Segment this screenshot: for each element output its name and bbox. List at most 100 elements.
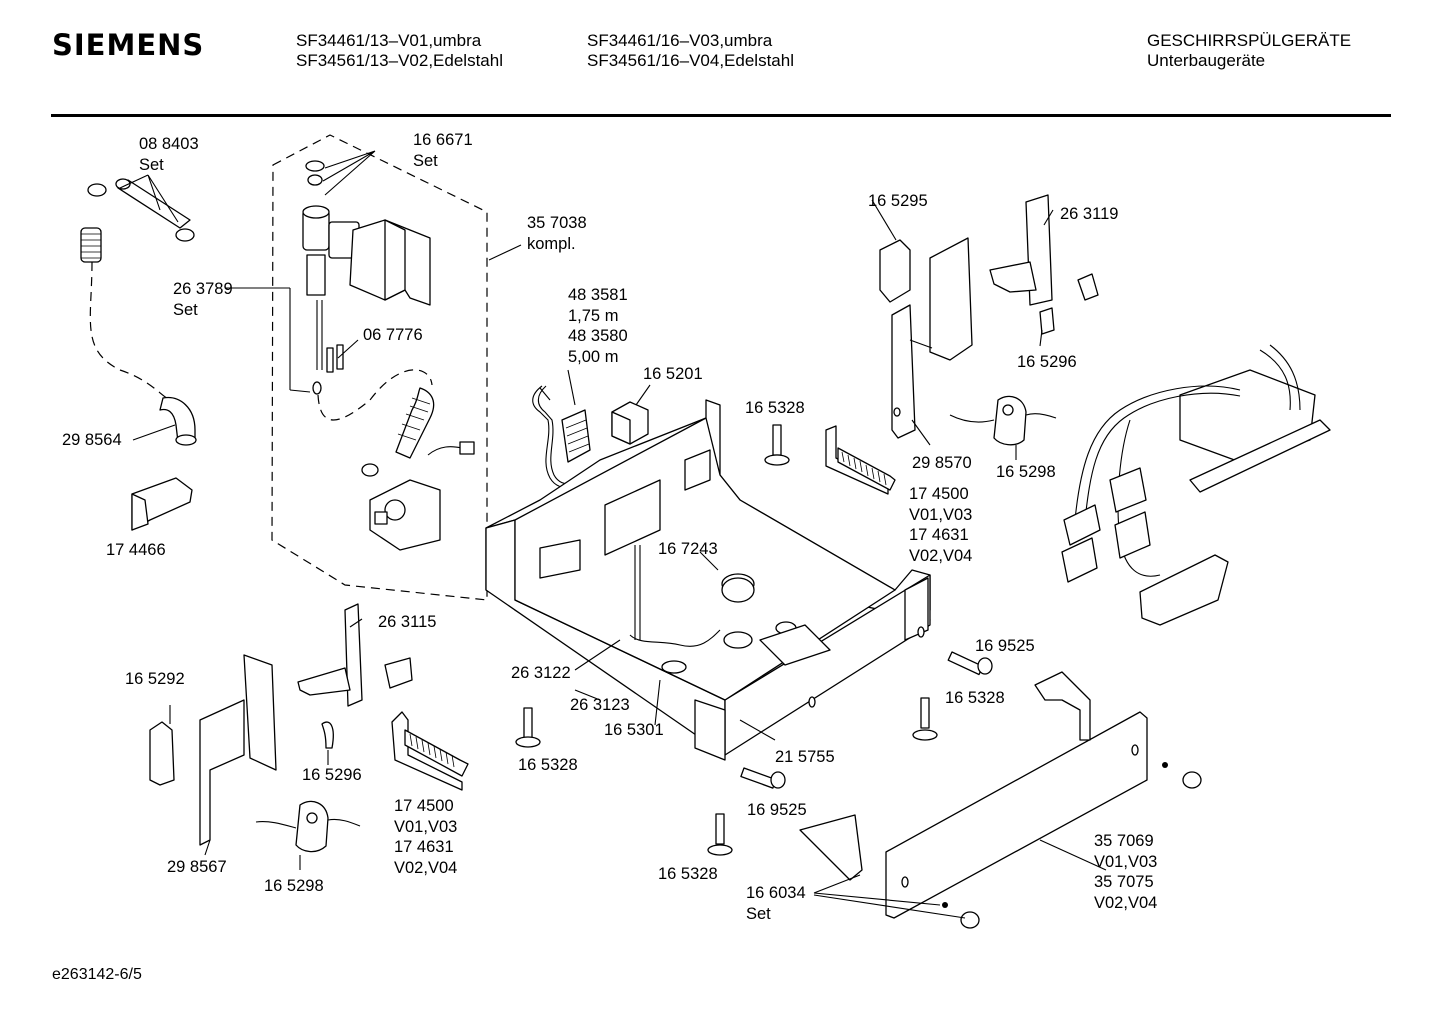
part-note: Set — [413, 151, 438, 170]
foot-screw-part-c — [912, 697, 938, 741]
cap-nut-part — [942, 762, 1202, 929]
label-165328-d: 16 5328 — [658, 864, 718, 885]
part-number: 16 5328 — [745, 399, 805, 417]
part-number: 26 3123 — [570, 696, 630, 714]
label-174466: 17 4466 — [106, 540, 166, 561]
part-number: 17 4500 — [909, 485, 969, 503]
label-088403: 08 8403 Set — [139, 134, 199, 175]
part-number: 16 5296 — [1017, 353, 1077, 371]
part-number: 16 5296 — [302, 766, 362, 784]
label-263115: 26 3115 — [378, 612, 436, 633]
siemens-logo: SIEMENS — [52, 28, 205, 62]
part-number: 16 5298 — [264, 877, 324, 895]
label-165295: 16 5295 — [868, 191, 928, 212]
model-line: SF34461/16–V03,umbra — [587, 31, 773, 50]
part-note: V01,V03 — [394, 817, 458, 836]
part-number: 48 3580 — [568, 327, 628, 345]
part-number: 16 5292 — [125, 670, 185, 688]
label-298567: 29 8567 — [167, 857, 227, 878]
header-divider — [51, 114, 1391, 117]
part-note: Set — [746, 904, 771, 923]
label-357069: 35 7069 V01,V03 35 7075 V02,V04 — [1094, 831, 1157, 913]
label-169525-b: 16 9525 — [747, 800, 807, 821]
part-number: 26 3789 — [173, 280, 233, 298]
label-165301: 16 5301 — [604, 720, 664, 741]
inlet-valve-part — [302, 160, 431, 395]
part-note: Set — [139, 155, 164, 174]
hose-set-part — [87, 174, 195, 242]
hinge-bracket-part-left — [149, 603, 413, 846]
drawing-id: e263142-6/5 — [52, 966, 142, 983]
foot-screw-part-b — [515, 707, 541, 748]
part-number: 16 5328 — [518, 756, 578, 774]
label-298570: 29 8570 — [912, 453, 972, 474]
part-number: 17 4631 — [394, 838, 454, 856]
door-switch-part-b — [255, 800, 361, 853]
part-number: 35 7069 — [1094, 832, 1154, 850]
hinge-bracket-part-right — [879, 237, 973, 446]
part-note: Set — [173, 300, 198, 319]
label-165298-b: 16 5298 — [264, 876, 324, 897]
model-line: SF34561/13–V02,Edelstahl — [296, 51, 503, 70]
model-line: SF34461/13–V01,umbra — [296, 31, 482, 50]
heater-element-part — [825, 425, 896, 495]
part-number: 16 5298 — [996, 463, 1056, 481]
part-number: 16 5328 — [658, 865, 718, 883]
lever-part-263119 — [989, 194, 1099, 335]
part-note: V01,V03 — [1094, 852, 1158, 871]
part-number: 17 4500 — [394, 797, 454, 815]
foot-screw-part-d — [707, 813, 733, 856]
bolt-part-b — [740, 767, 786, 789]
part-number: 16 6671 — [413, 131, 473, 149]
label-169525-a: 16 9525 — [975, 636, 1035, 657]
model-line: SF34561/16–V04,Edelstahl — [587, 51, 794, 70]
foot-screw-part-a — [764, 424, 790, 466]
part-number: 48 3581 — [568, 286, 628, 304]
part-number: 08 8403 — [139, 135, 199, 153]
category-line: GESCHIRRSPÜLGERÄTE — [1147, 31, 1352, 50]
connector-block-part — [611, 384, 651, 445]
label-165298-a: 16 5298 — [996, 462, 1056, 483]
base-tub-part — [485, 399, 931, 761]
pressure-switch-part — [361, 387, 475, 551]
label-067776: 06 7776 — [363, 325, 423, 346]
part-number: 16 7243 — [658, 540, 718, 558]
spring-connector-part — [80, 227, 102, 263]
label-174500-b: 17 4500 V01,V03 17 4631 V02,V04 — [394, 796, 457, 878]
part-number: 16 5201 — [643, 365, 703, 383]
label-263122: 26 3122 — [511, 663, 571, 684]
part-number: 17 4466 — [106, 541, 166, 559]
label-165328-c: 16 5328 — [945, 688, 1005, 709]
part-number: 21 5755 — [775, 748, 835, 766]
part-number: 16 9525 — [747, 801, 807, 819]
label-263119: 26 3119 — [1060, 204, 1118, 225]
part-number: 26 3115 — [378, 613, 437, 631]
part-note: 1,75 m — [568, 306, 619, 325]
category-line: Unterbaugeräte — [1147, 51, 1266, 70]
label-166034: 16 6034 Set — [746, 883, 806, 924]
label-165292: 16 5292 — [125, 669, 185, 690]
part-number: 35 7038 — [527, 214, 587, 232]
label-357038: 35 7038 kompl. — [527, 213, 587, 254]
category-title: GESCHIRRSPÜLGERÄTE Unterbaugeräte — [1147, 31, 1351, 71]
bellows-hose-part — [132, 396, 197, 446]
part-number: 26 3122 — [511, 664, 571, 682]
label-483581: 48 3581 1,75 m 48 3580 5,00 m — [568, 285, 628, 367]
bracket-part — [131, 477, 193, 531]
label-215755: 21 5755 — [775, 747, 835, 768]
part-number: 16 9525 — [975, 637, 1035, 655]
part-number: 29 8567 — [167, 858, 227, 876]
part-note: V02,V04 — [909, 546, 973, 565]
part-number: 16 6034 — [746, 884, 806, 902]
label-166671: 16 6671 Set — [413, 130, 473, 171]
part-number: 35 7075 — [1094, 873, 1154, 891]
part-number: 16 5295 — [868, 192, 928, 210]
label-165328-a: 16 5328 — [745, 398, 805, 419]
part-number: 16 5328 — [945, 689, 1005, 707]
label-263789: 26 3789 Set — [173, 279, 233, 320]
label-174500-a: 17 4500 V01,V03 17 4631 V02,V04 — [909, 484, 972, 566]
part-number: 16 5301 — [604, 721, 664, 739]
model-list-1: SF34461/13–V01,umbra SF34561/13–V02,Edel… — [296, 31, 503, 71]
part-number: 29 8570 — [912, 454, 972, 472]
heater-element-part-b — [391, 711, 469, 791]
